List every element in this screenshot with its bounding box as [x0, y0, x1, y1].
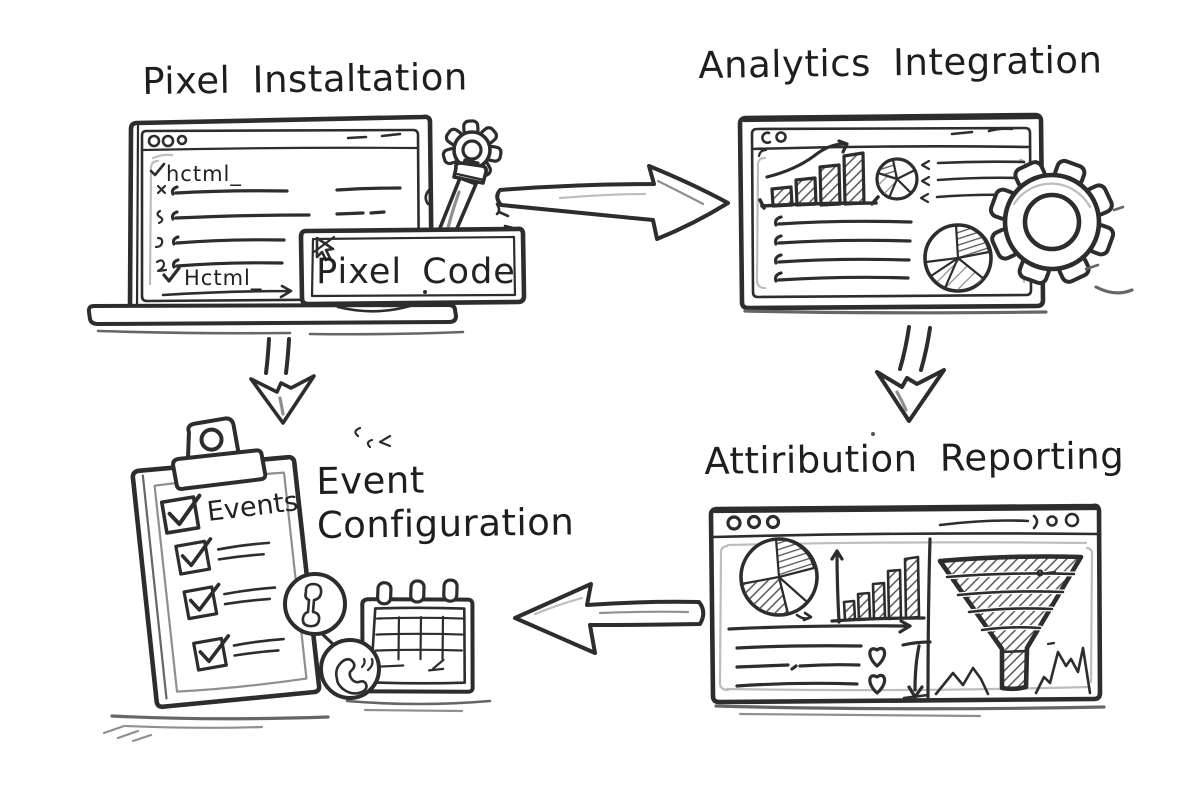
funnel-icon — [937, 554, 1084, 692]
window-controls-icon — [761, 127, 1014, 144]
heart-icon — [868, 646, 887, 668]
pie-chart-icon — [739, 537, 819, 622]
pixel-code-tag: Pixel Code — [298, 226, 527, 307]
code-last-line: Hctml_ — [184, 266, 262, 291]
pixel-code-label: Pixel Code — [316, 252, 516, 292]
bullet-list-icon — [919, 159, 1026, 204]
window-controls-icon — [726, 512, 1080, 531]
pie-chart-large-icon — [923, 223, 993, 293]
checkbox-icon — [159, 493, 202, 535]
window-controls-icon — [147, 132, 402, 148]
flow-arrow-right — [495, 164, 730, 241]
tag-border — [298, 226, 527, 307]
flow-arrow-down-right — [875, 325, 946, 423]
axis-arrow — [727, 619, 912, 634]
text-lines — [735, 644, 863, 688]
pie-chart-small-icon — [875, 157, 919, 201]
checkbox-icon — [182, 582, 277, 621]
phone-icon — [283, 572, 347, 636]
step-attribution-reporting-art — [708, 432, 1106, 718]
checkbox-icon — [192, 634, 285, 672]
step-analytics-integration-art — [737, 112, 1134, 315]
heart-icon — [868, 673, 887, 695]
sparkline-icon — [1034, 646, 1092, 695]
bar-chart-icon — [757, 139, 880, 210]
cursor-icon — [312, 235, 336, 262]
checkbox-icon — [174, 537, 271, 576]
step-title-event-configuration: Event Configuration — [316, 456, 575, 547]
measure-arrow-icon — [901, 640, 932, 700]
phone-icon — [319, 638, 381, 700]
step-event-configuration-art: Events — [102, 416, 492, 743]
event-configuration-title-line1: Event — [316, 458, 426, 503]
step-title-analytics-integration: Analytics Integration — [698, 38, 1103, 87]
code-first-line: hctml_ — [166, 162, 242, 187]
step-pixel-installation-art: hctml_ Hctml_ — [86, 114, 527, 336]
calendar-icon — [360, 578, 475, 694]
text-lines — [773, 215, 913, 283]
step-title-attribution-reporting: Attiribution Reporting — [704, 434, 1125, 483]
sparkline-icon — [934, 666, 990, 696]
event-configuration-title-line2: Configuration — [316, 500, 575, 547]
clipboard-icon: Events — [130, 416, 322, 710]
step-title-pixel-installation: Pixel Instaltation — [142, 55, 469, 103]
flow-arrow-down-left — [249, 337, 392, 449]
gear-icon — [988, 158, 1134, 295]
pen-gear-tool-icon — [424, 119, 515, 256]
bar-chart-icon — [830, 549, 926, 624]
flow-arrow-left — [513, 582, 706, 655]
code-editor: hctml_ Hctml_ — [149, 162, 402, 299]
